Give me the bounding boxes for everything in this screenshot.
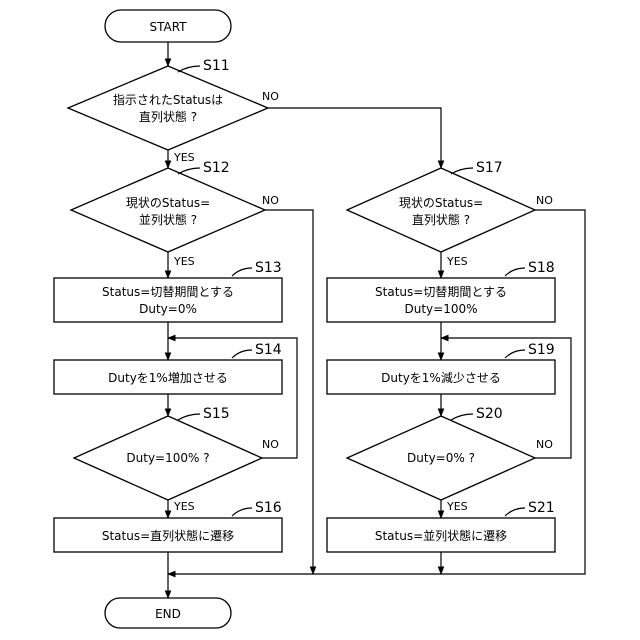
- end-terminal: END: [105, 598, 231, 628]
- process-s21-line1: Status=並列状態に遷移: [375, 528, 507, 543]
- step-s20: S20: [476, 406, 503, 422]
- end-label: END: [155, 607, 181, 621]
- process-s14-line1: Dutyを1%増加させる: [108, 371, 228, 385]
- s17-yes-label: YES: [446, 255, 468, 268]
- start-label: START: [149, 20, 187, 34]
- step-s14: S14: [255, 342, 282, 358]
- decision-s15: Duty=100% ?: [74, 416, 262, 500]
- arrow-s11-no-to-s17: [268, 108, 441, 168]
- process-s19: Dutyを1%減少させる: [327, 360, 555, 394]
- step-s21: S21: [528, 500, 555, 516]
- process-s13: Status=切替期間とする Duty=0%: [54, 278, 282, 322]
- s20-yes-label: YES: [446, 500, 468, 513]
- step-s19: S19: [528, 342, 555, 358]
- process-s14: Dutyを1%増加させる: [54, 360, 282, 394]
- decision-s20-line1: Duty=0% ?: [407, 451, 475, 465]
- decision-s11-line1: 指示されたStatusは: [113, 92, 223, 107]
- s12-no-label: NO: [262, 194, 279, 207]
- s20-no-label: NO: [536, 438, 553, 451]
- s17-no-label: NO: [536, 194, 553, 207]
- process-s16-line1: Status=直列状態に遷移: [102, 528, 234, 543]
- decision-s12: 現状のStatus= 並列状態 ?: [71, 168, 265, 252]
- decision-s15-line1: Duty=100% ?: [126, 451, 209, 465]
- step-s15: S15: [203, 406, 230, 422]
- s15-no-label: NO: [262, 438, 279, 451]
- step-s16: S16: [255, 500, 282, 516]
- process-s21: Status=並列状態に遷移: [327, 518, 555, 552]
- decision-s11: 指示されたStatusは 直列状態 ?: [68, 66, 268, 150]
- process-s19-line1: Dutyを1%減少させる: [381, 370, 501, 385]
- process-s13-line2: Duty=0%: [139, 302, 197, 316]
- step-s11: S11: [203, 58, 230, 74]
- process-s18-line1: Status=切替期間とする: [375, 285, 507, 299]
- s12-yes-label: YES: [173, 255, 195, 268]
- decision-s17: 現状のStatus= 直列状態 ?: [347, 168, 535, 252]
- decision-s17-line2: 直列状態 ?: [412, 212, 470, 227]
- decision-s12-line2: 並列状態 ?: [139, 212, 197, 227]
- process-s13-line1: Status=切替期間とする: [102, 285, 234, 299]
- process-s18-line2: Duty=100%: [404, 302, 477, 316]
- s11-no-label: NO: [262, 90, 279, 103]
- process-s16: Status=直列状態に遷移: [54, 518, 282, 552]
- process-s18: Status=切替期間とする Duty=100%: [327, 278, 555, 322]
- step-s17: S17: [476, 160, 503, 176]
- step-s13: S13: [255, 260, 282, 276]
- decision-s17-line1: 現状のStatus=: [399, 196, 483, 210]
- decision-s11-line2: 直列状態 ?: [139, 109, 197, 124]
- decision-s20: Duty=0% ?: [347, 416, 535, 500]
- decision-s12-line1: 現状のStatus=: [126, 196, 210, 210]
- s15-yes-label: YES: [173, 500, 195, 513]
- step-s12: S12: [203, 160, 230, 176]
- s11-yes-label: YES: [173, 151, 195, 164]
- step-s18: S18: [528, 260, 555, 276]
- start-terminal: START: [105, 10, 231, 42]
